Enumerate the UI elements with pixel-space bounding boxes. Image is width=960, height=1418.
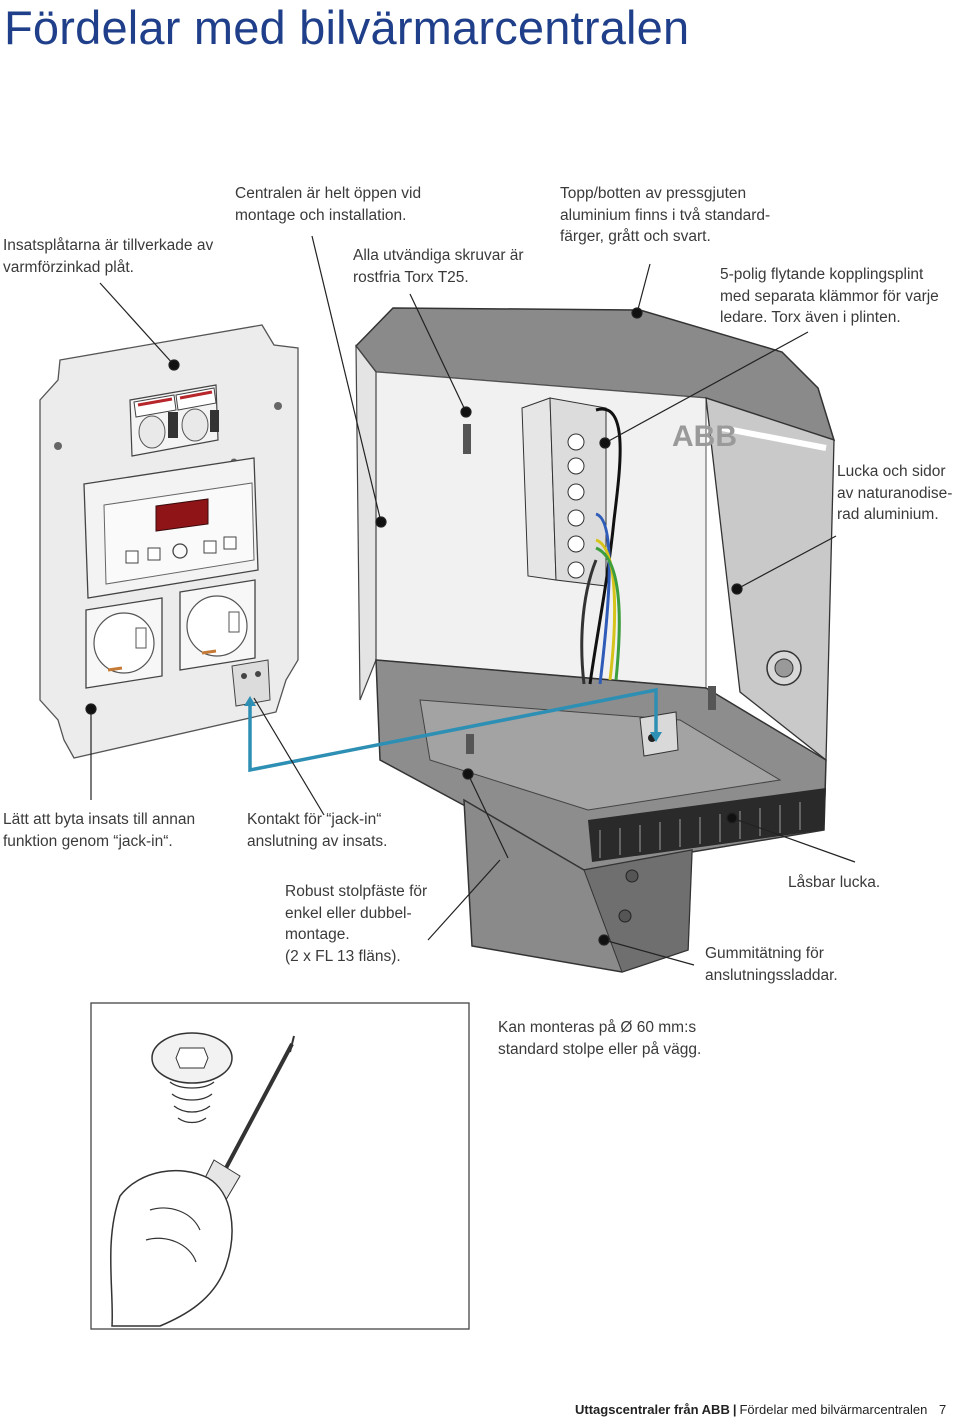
footer-separator: |	[732, 1402, 737, 1417]
jack-in-connection-line	[248, 687, 658, 773]
caption-kontakt: Kontakt för “jack-in“ anslutning av insa…	[247, 809, 387, 852]
caption-line: ledare. Torx även i plinten.	[720, 309, 901, 326]
caption-gummi: Gummitätning för anslutningssladdar.	[705, 943, 838, 986]
caption-topp-botten: Topp/botten av pressgjuten aluminium fin…	[560, 183, 770, 248]
caption-line: Centralen är helt öppen vid	[235, 185, 422, 202]
caption-line: montage och installation.	[235, 206, 407, 224]
caption-lasbar: Låsbar lucka.	[788, 872, 880, 894]
footer-section: Fördelar med bilvärmarcentralen	[739, 1402, 928, 1417]
caption-line: Lätt att byta insats till annan	[3, 811, 196, 828]
caption-line: montage.	[285, 926, 350, 943]
housing	[355, 307, 836, 973]
caption-line: funktion genom “jack-in“.	[3, 832, 173, 850]
caption-line: Kan monteras på Ø 60 mm:s	[498, 1019, 697, 1036]
caption-line: Topp/botten av pressgjuten	[560, 185, 747, 202]
caption-kopplingsplint: 5-polig flytande kopplingsplint med sepa…	[720, 264, 939, 329]
caption-line: Lucka och sidor	[837, 463, 946, 480]
torx-detail	[90, 1002, 470, 1330]
caption-line: standard stolpe eller på vägg.	[498, 1040, 702, 1058]
jack-in-connector-plate	[231, 659, 271, 707]
caption-line: Gummitätning för	[705, 945, 824, 962]
callout-leaders	[85, 235, 856, 966]
page-number: 7	[938, 1402, 947, 1417]
caption-stolpfaste: Robust stolpfäste för enkel eller dubbel…	[285, 881, 427, 967]
timer-module	[83, 457, 259, 599]
caption-line: av naturanodise-	[837, 484, 953, 502]
abb-logo: ABB	[672, 420, 737, 453]
caption-line: färger, grått och svart.	[560, 228, 711, 245]
caption-line: rad aluminium.	[837, 506, 939, 523]
caption-line: anslutningssladdar.	[705, 966, 838, 984]
caption-line: Låsbar lucka.	[788, 874, 881, 891]
caption-line: enkel eller dubbel-	[285, 904, 412, 922]
caption-jackin-byte: Lätt att byta insats till annan funktion…	[3, 809, 195, 852]
caption-line: anslutning av insats.	[247, 832, 388, 850]
caption-line: Insatsplåtarna är tillverkade av	[3, 237, 214, 254]
caption-line: Robust stolpfäste för	[285, 883, 428, 900]
sockets	[85, 579, 256, 689]
caption-line: Kontakt för “jack-in“	[247, 811, 382, 828]
caption-lucka: Lucka och sidor av naturanodise- rad alu…	[837, 461, 952, 526]
caption-line: rostfria Torx T25.	[353, 268, 469, 286]
caption-line: 5-polig flytande kopplingsplint	[720, 266, 924, 283]
footer-brand: Uttagscentraler från ABB	[575, 1402, 730, 1417]
caption-line: aluminium finns i två standard-	[560, 206, 771, 224]
caption-montering: Kan monteras på Ø 60 mm:s standard stolp…	[498, 1017, 701, 1060]
caption-line: Alla utvändiga skruvar är	[353, 247, 524, 264]
caption-skruvar: Alla utvändiga skruvar är rostfria Torx …	[353, 245, 524, 288]
caption-insatsplat: Insatsplåtarna är tillverkade av varmför…	[3, 235, 213, 278]
caption-line: varmförzinkad plåt.	[3, 258, 134, 276]
caption-oppen: Centralen är helt öppen vid montage och …	[235, 183, 421, 226]
page-footer: Uttagscentraler från ABB|Fördelar med bi…	[575, 1402, 946, 1417]
caption-line: (2 x FL 13 fläns).	[285, 947, 401, 965]
caption-line: med separata klämmor för varje	[720, 287, 939, 305]
circuit-breakers	[129, 384, 219, 457]
page-title: Fördelar med bilvärmarcentralen	[4, 1, 690, 54]
terminal-block	[521, 397, 607, 587]
